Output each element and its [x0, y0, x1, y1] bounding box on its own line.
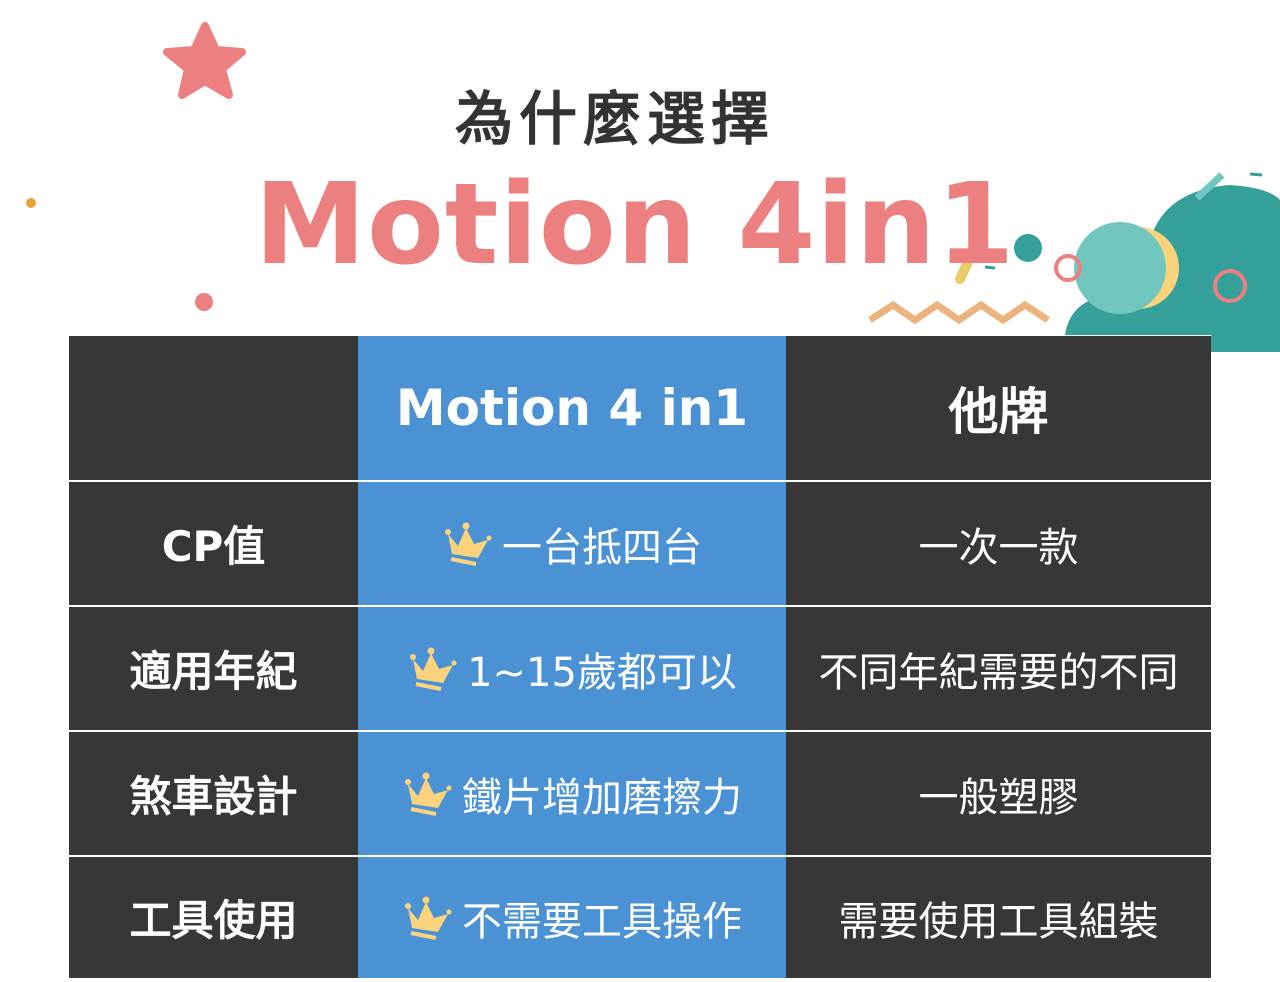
header-theirs: 他牌 [786, 336, 1211, 480]
crown-icon [445, 522, 492, 566]
theirs-cell: 不同年紀需要的不同 [786, 605, 1211, 730]
ours-cell: 不需要工具操作 [358, 855, 786, 978]
ring-pink-1 [1054, 254, 1082, 282]
row-label: CP值 [69, 480, 358, 605]
ours-value: 一台抵四台 [502, 524, 702, 571]
dot-pink [195, 293, 213, 311]
theirs-cell: 一般塑膠 [786, 730, 1211, 855]
crown-icon [405, 896, 452, 940]
page-title: Motion 4in1 [254, 160, 1016, 290]
crown-icon [405, 772, 452, 816]
dot-orange [26, 198, 36, 208]
star-icon [163, 22, 246, 99]
header-empty [69, 336, 358, 480]
ours-cell: 鐵片增加磨擦力 [358, 730, 786, 855]
header-ours: Motion 4 in1 [358, 336, 786, 480]
decorations [26, 22, 1280, 352]
ours-cell: 一台抵四台 [358, 480, 786, 605]
dash-teal [1194, 172, 1225, 201]
comparison-table: Motion 4 in1 他牌 CP值 一台抵四台 一次一款適用年紀 1~15歲都… [69, 336, 1211, 978]
dot-teal [1014, 234, 1042, 262]
ours-value: 1~15歲都可以 [467, 649, 737, 696]
row-label: 煞車設計 [69, 730, 358, 855]
theirs-cell: 需要使用工具組裝 [786, 855, 1211, 978]
ours-value: 鐵片增加磨擦力 [462, 774, 742, 821]
zigzag [868, 300, 1050, 325]
dash-yellow [955, 257, 973, 284]
row-label: 適用年紀 [69, 605, 358, 730]
ours-cell: 1~15歲都可以 [358, 605, 786, 730]
theirs-cell: 一次一款 [786, 480, 1211, 605]
crown-icon [410, 647, 457, 691]
row-label: 工具使用 [69, 855, 358, 978]
ours-value: 不需要工具操作 [462, 898, 742, 945]
ring-pink-2 [1213, 269, 1247, 303]
subtitle: 為什麼選擇 [454, 85, 775, 153]
light-teal-circle [1074, 222, 1166, 314]
